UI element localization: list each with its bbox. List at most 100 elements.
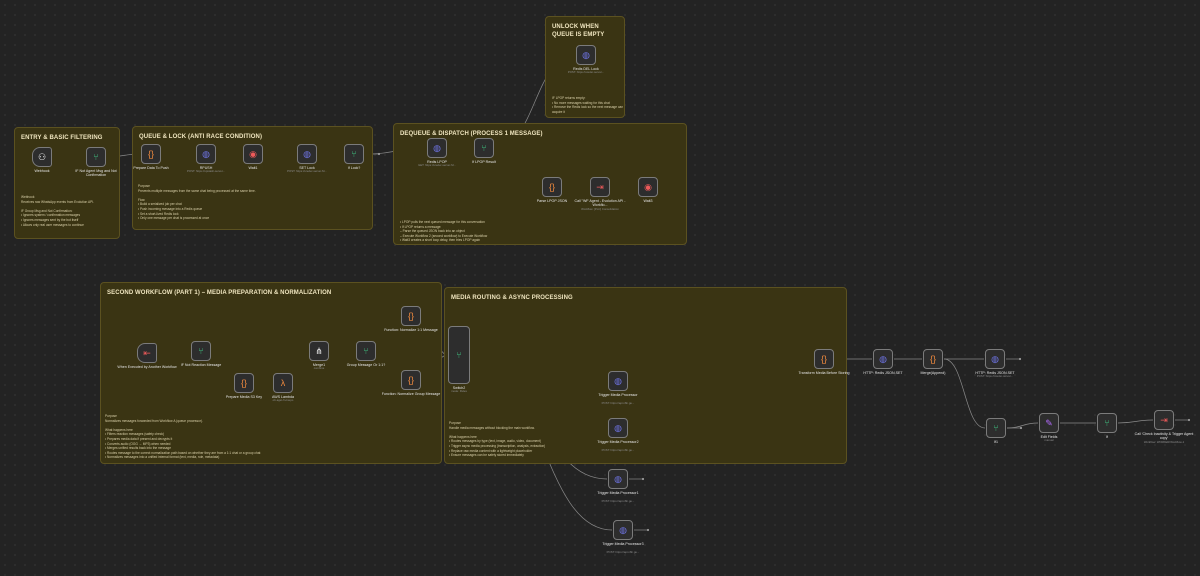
node-webhook[interactable]: ⚇ bbox=[32, 147, 52, 167]
node-label: SET Lock bbox=[299, 166, 315, 170]
wait-icon: ◉ bbox=[249, 148, 257, 159]
node-prepare-s3[interactable]: {} bbox=[234, 373, 254, 393]
node-exec-by-another[interactable]: ⇤ bbox=[137, 343, 157, 363]
node-label: Webhook bbox=[34, 169, 50, 173]
node-if-lpop[interactable]: ⑂ bbox=[474, 138, 494, 158]
webhook-icon: ⚇ bbox=[37, 151, 47, 162]
if-branch-icon: ⑂ bbox=[351, 148, 357, 159]
workflow-trigger-icon: ⇤ bbox=[143, 347, 151, 358]
node-trigger-media3[interactable]: ◍ bbox=[613, 520, 633, 540]
code-icon: {} bbox=[548, 181, 555, 192]
node-edit-fields[interactable]: ✎ bbox=[1039, 413, 1059, 433]
node-subtitle: POST: https://api.n8n.ge... bbox=[601, 498, 635, 503]
node-parse-lpop[interactable]: {} bbox=[542, 177, 562, 197]
sticky-text: IF LPOP returns empty: • No more message… bbox=[552, 96, 624, 114]
node-trigger-media2[interactable]: ◍ bbox=[608, 418, 628, 438]
node-switch2[interactable]: ⑂ bbox=[448, 326, 470, 384]
node-label: HTTP: Redis JSON.SET bbox=[863, 371, 903, 375]
node-subtitle: ob-aget-fn-Inepo bbox=[272, 398, 294, 403]
edit-pencil-icon: ✎ bbox=[1045, 417, 1053, 428]
node-label: Switch2 bbox=[452, 386, 466, 390]
node-set-lock[interactable]: ◍ bbox=[297, 144, 317, 164]
node-trigger-media1[interactable]: ◍ bbox=[608, 469, 628, 489]
node-label: Function: Normalize Group Message bbox=[381, 392, 441, 396]
http-globe-icon: ◍ bbox=[614, 375, 622, 386]
node-label: Merge(Append) bbox=[920, 371, 946, 375]
node-subtitle: POST: https://upstash-server... bbox=[187, 169, 225, 174]
sticky-text: Webhook Receives raw WhatsApp events fro… bbox=[21, 195, 94, 227]
node-subtitle: Workflow: [PoC] Consolidation bbox=[581, 206, 619, 211]
node-label: Redis LPOP bbox=[427, 160, 447, 164]
node-label: If bbox=[1106, 435, 1108, 439]
node-subtitle: POST: https://ureder-server... bbox=[567, 70, 605, 75]
node-redis-lpop[interactable]: ◍ bbox=[427, 138, 447, 158]
node-call-check[interactable]: ⇥ bbox=[1154, 410, 1174, 430]
node-label: Trigger Media Processor2 bbox=[597, 440, 639, 444]
sticky-title: UNLOCK WHEN QUEUE IS EMPTY bbox=[552, 24, 605, 38]
open-output-handle[interactable] bbox=[1187, 418, 1191, 422]
node-fn-normalize-11[interactable]: {} bbox=[401, 306, 421, 326]
node-redis-del[interactable]: ◍ bbox=[576, 45, 596, 65]
node-aws-lambda[interactable]: λ bbox=[273, 373, 293, 393]
node-label: If1 bbox=[994, 440, 998, 444]
node-group-message[interactable]: ⑂ bbox=[356, 341, 376, 361]
node-if-not-reaction[interactable]: ⑂ bbox=[191, 341, 211, 361]
http-globe-icon: ◍ bbox=[879, 353, 887, 364]
node-subtitle: combine bbox=[313, 366, 325, 371]
node-label: Transform Media Before Storing bbox=[798, 371, 850, 375]
node-merge-append[interactable]: {} bbox=[923, 349, 943, 369]
node-if1[interactable]: ⑂ bbox=[986, 418, 1006, 438]
node-label: HTTP: Redis JSON.SET bbox=[975, 371, 1015, 375]
node-label: Group Message Or 1:1? bbox=[346, 363, 386, 367]
wait-icon: ◉ bbox=[644, 181, 652, 192]
node-wait1[interactable]: ◉ bbox=[243, 144, 263, 164]
if-branch-icon: ⑂ bbox=[1104, 417, 1110, 428]
node-transform-media[interactable]: {} bbox=[814, 349, 834, 369]
node-subtitle: POST: https://api.n8n.ge... bbox=[601, 400, 635, 405]
sticky-title: MEDIA ROUTING & ASYNC PROCESSING bbox=[451, 295, 573, 301]
node-if2[interactable]: ⑂ bbox=[1097, 413, 1117, 433]
node-if-not-agent[interactable]: ⑂ bbox=[86, 147, 106, 167]
if-branch-icon: ⑂ bbox=[198, 345, 204, 356]
code-icon: {} bbox=[929, 353, 936, 364]
node-label: IF Not Agent Msg and Not Confirmation bbox=[75, 169, 117, 178]
open-output-handle[interactable] bbox=[1018, 357, 1022, 361]
node-subtitle: GET: https://ureder-server-M... bbox=[418, 163, 456, 168]
sticky-text: Purpose Handle media messages without bl… bbox=[449, 421, 546, 458]
open-output-handle[interactable] bbox=[1019, 426, 1023, 430]
http-globe-icon: ◍ bbox=[991, 353, 999, 364]
open-output-handle[interactable] bbox=[646, 528, 650, 532]
sticky-text: Purpose Prevents multiple messages from … bbox=[138, 184, 256, 221]
switch-icon: ⑂ bbox=[456, 349, 462, 360]
node-http-redis-json2[interactable]: ◍ bbox=[985, 349, 1005, 369]
node-trigger-media[interactable]: ◍ bbox=[608, 371, 628, 391]
http-globe-icon: ◍ bbox=[619, 524, 627, 535]
node-label: AWS Lambda bbox=[271, 395, 295, 399]
sticky-title: SECOND WORKFLOW (PART 1) – MEDIA PREPARA… bbox=[107, 290, 332, 296]
node-wait3[interactable]: ◉ bbox=[638, 177, 658, 197]
if-branch-icon: ⑂ bbox=[93, 151, 99, 162]
node-label: IF Not Reaction Message bbox=[180, 363, 222, 367]
node-rpush[interactable]: ◍ bbox=[196, 144, 216, 164]
node-prepare-push[interactable]: {} bbox=[141, 144, 161, 164]
open-output-handle[interactable] bbox=[377, 152, 381, 156]
node-merge1[interactable]: ⋔ bbox=[309, 341, 329, 361]
node-if-lock[interactable]: ⑂ bbox=[344, 144, 364, 164]
node-label: RPUSH bbox=[199, 166, 213, 170]
sticky-title: QUEUE & LOCK (ANTI RACE CONDITION) bbox=[139, 134, 263, 140]
wire-merge-append-to-if1 bbox=[943, 358, 986, 429]
sticky-text: Purpose Normalizes messages forwarded fr… bbox=[105, 414, 261, 460]
http-globe-icon: ◍ bbox=[202, 148, 210, 159]
node-fn-normalize-group[interactable]: {} bbox=[401, 370, 421, 390]
sticky-queue: QUEUE & LOCK (ANTI RACE CONDITION) Purpo… bbox=[132, 126, 373, 230]
node-http-redis-json[interactable]: ◍ bbox=[873, 349, 893, 369]
node-label: Call "WF Agent - Evolution API - Workflo… bbox=[574, 199, 626, 208]
node-call-agent[interactable]: ⇥ bbox=[590, 177, 610, 197]
node-subtitle: Workflow: WORKER/Workflow-1 bbox=[1143, 439, 1185, 444]
http-globe-icon: ◍ bbox=[614, 422, 622, 433]
if-branch-icon: ⑂ bbox=[481, 142, 487, 153]
if-branch-icon: ⑂ bbox=[363, 345, 369, 356]
open-output-handle[interactable] bbox=[641, 477, 645, 481]
sticky-entry: ENTRY & BASIC FILTERING Webhook Receives… bbox=[14, 127, 120, 239]
http-globe-icon: ◍ bbox=[614, 473, 622, 484]
